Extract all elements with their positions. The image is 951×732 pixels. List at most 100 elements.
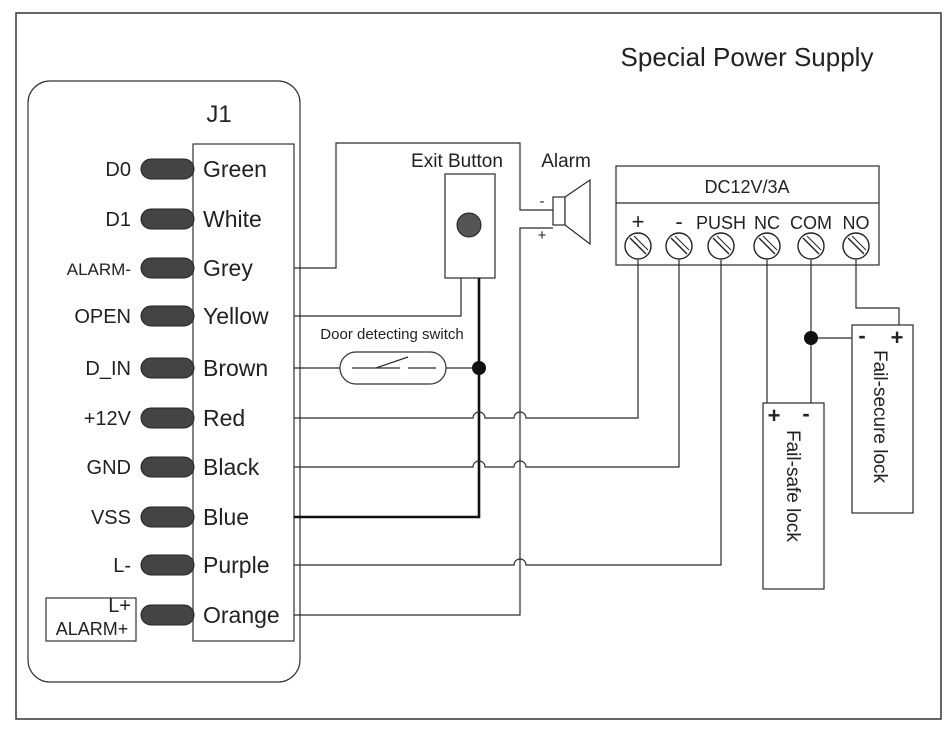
power-supply-rating: DC12V/3A xyxy=(704,177,789,197)
pin-row: GND Black xyxy=(87,454,260,480)
screw-slot-icon xyxy=(847,237,865,255)
exit-button-label: Exit Button xyxy=(411,151,503,172)
wire-label-panel xyxy=(192,143,295,642)
pin-row: D0 Green xyxy=(105,156,267,182)
wire-color-label: Red xyxy=(203,405,245,431)
wire-black xyxy=(294,260,680,468)
door-switch-component: Door detecting switch xyxy=(320,326,464,385)
fail-secure-lock-component: - + Fail-secure lock xyxy=(851,323,914,514)
terminal: NO xyxy=(842,213,870,260)
terminal-label: + xyxy=(632,209,645,234)
wire-yellow xyxy=(294,278,462,317)
pin-label: L- xyxy=(113,555,131,577)
pin-row: L- Purple xyxy=(113,552,269,578)
fail-safe-lock-box xyxy=(762,402,825,590)
terminal: COM xyxy=(790,213,832,260)
exit-button-knob xyxy=(456,212,482,238)
screw-slot-icon xyxy=(758,237,776,255)
alarm-component: Alarm - + xyxy=(538,151,591,246)
wire-color-label: Blue xyxy=(203,504,249,530)
pin-label: OPEN xyxy=(74,306,131,328)
fail-safe-minus: - xyxy=(802,401,809,426)
junction-dot-com xyxy=(804,331,818,345)
wire-red xyxy=(294,260,639,419)
wire-color-label: Orange xyxy=(203,602,280,628)
screw-slot-icon xyxy=(762,235,778,251)
fail-secure-lock-box xyxy=(851,324,914,514)
door-switch-label: Door detecting switch xyxy=(320,326,463,343)
screw-slot-icon xyxy=(670,237,688,255)
wire-color-label: Purple xyxy=(203,552,269,578)
pin-connector-orange xyxy=(140,604,195,626)
wiring xyxy=(294,142,900,616)
terminal-label: PUSH xyxy=(696,213,746,233)
screw-slot-icon xyxy=(806,235,822,251)
pin-row: +12V Red xyxy=(84,405,245,431)
terminal: NC xyxy=(753,213,781,260)
screw-slot-icon xyxy=(633,235,649,251)
pin-label: +12V xyxy=(84,408,132,430)
wire-orange xyxy=(294,227,553,616)
wire-grey xyxy=(294,142,553,269)
pin-connector-red xyxy=(140,407,195,429)
l-plus-alarm-plus-box xyxy=(45,597,137,642)
junction-dot-brown xyxy=(472,361,486,375)
pin-connector-purple xyxy=(140,554,195,576)
fail-safe-plus: + xyxy=(768,403,781,428)
terminal-label: - xyxy=(675,209,682,234)
pin-connector-white xyxy=(140,208,195,230)
pin-label-secondary: ALARM+ xyxy=(56,619,129,639)
wire-color-label: Grey xyxy=(203,255,253,281)
terminal-label: COM xyxy=(790,213,832,233)
pin-row: L+ALARM+ Orange xyxy=(56,595,280,639)
alarm-label: Alarm xyxy=(541,151,591,172)
pin-row: D_IN Brown xyxy=(85,355,268,381)
pin-row: ALARM- Grey xyxy=(67,255,254,281)
wire-purple xyxy=(294,260,722,566)
exit-button-component: Exit Button xyxy=(411,151,503,279)
pin-label: L+ xyxy=(108,595,131,617)
wire-color-label: Brown xyxy=(203,355,268,381)
pin-connector-yellow xyxy=(140,305,195,327)
controller-outline xyxy=(27,80,301,683)
fail-safe-lock-component: + - Fail-safe lock xyxy=(762,401,825,590)
outer-frame xyxy=(15,12,942,720)
controller-name: J1 xyxy=(206,101,231,128)
pin-connector-black xyxy=(140,456,195,478)
fail-secure-lock-label: Fail-secure lock xyxy=(869,350,890,484)
screw-slot-icon xyxy=(712,237,730,255)
alarm-plus-sign: + xyxy=(538,227,547,244)
pin-label: GND xyxy=(87,457,131,479)
alarm-horn-icon xyxy=(564,178,591,246)
power-supply-terminals: + -PUSH NC COM NO xyxy=(624,209,870,260)
wire-color-label: Yellow xyxy=(203,303,269,329)
pin-connector-green xyxy=(140,158,195,180)
screw-slot-icon xyxy=(802,237,820,255)
terminal: + xyxy=(624,209,652,260)
diagram-title: Special Power Supply xyxy=(621,42,874,72)
alarm-body xyxy=(552,196,566,226)
pin-label: ALARM- xyxy=(67,260,131,279)
power-supply-box xyxy=(615,165,880,266)
pin-label: VSS xyxy=(91,507,131,529)
pin-connector-blue xyxy=(140,506,195,528)
pin-label: D0 xyxy=(105,159,131,181)
screw-slot-icon xyxy=(851,235,867,251)
power-supply-component: DC12V/3A + -PUSH NC COM NO xyxy=(615,165,880,266)
screw-slot-icon xyxy=(716,235,732,251)
terminal-label: NO xyxy=(843,213,870,233)
pin-connector-grey xyxy=(140,257,195,279)
wire-exit-common xyxy=(294,278,481,519)
wire-color-label: Black xyxy=(203,454,260,480)
pin-label: D_IN xyxy=(85,358,131,380)
wire-no xyxy=(855,260,900,325)
terminal: - xyxy=(665,209,693,260)
pin-row: VSS Blue xyxy=(91,504,249,530)
wire-color-label: Green xyxy=(203,156,267,182)
screw-slot-icon xyxy=(674,235,690,251)
fail-secure-minus: - xyxy=(858,323,865,348)
fail-secure-plus: + xyxy=(891,325,904,350)
